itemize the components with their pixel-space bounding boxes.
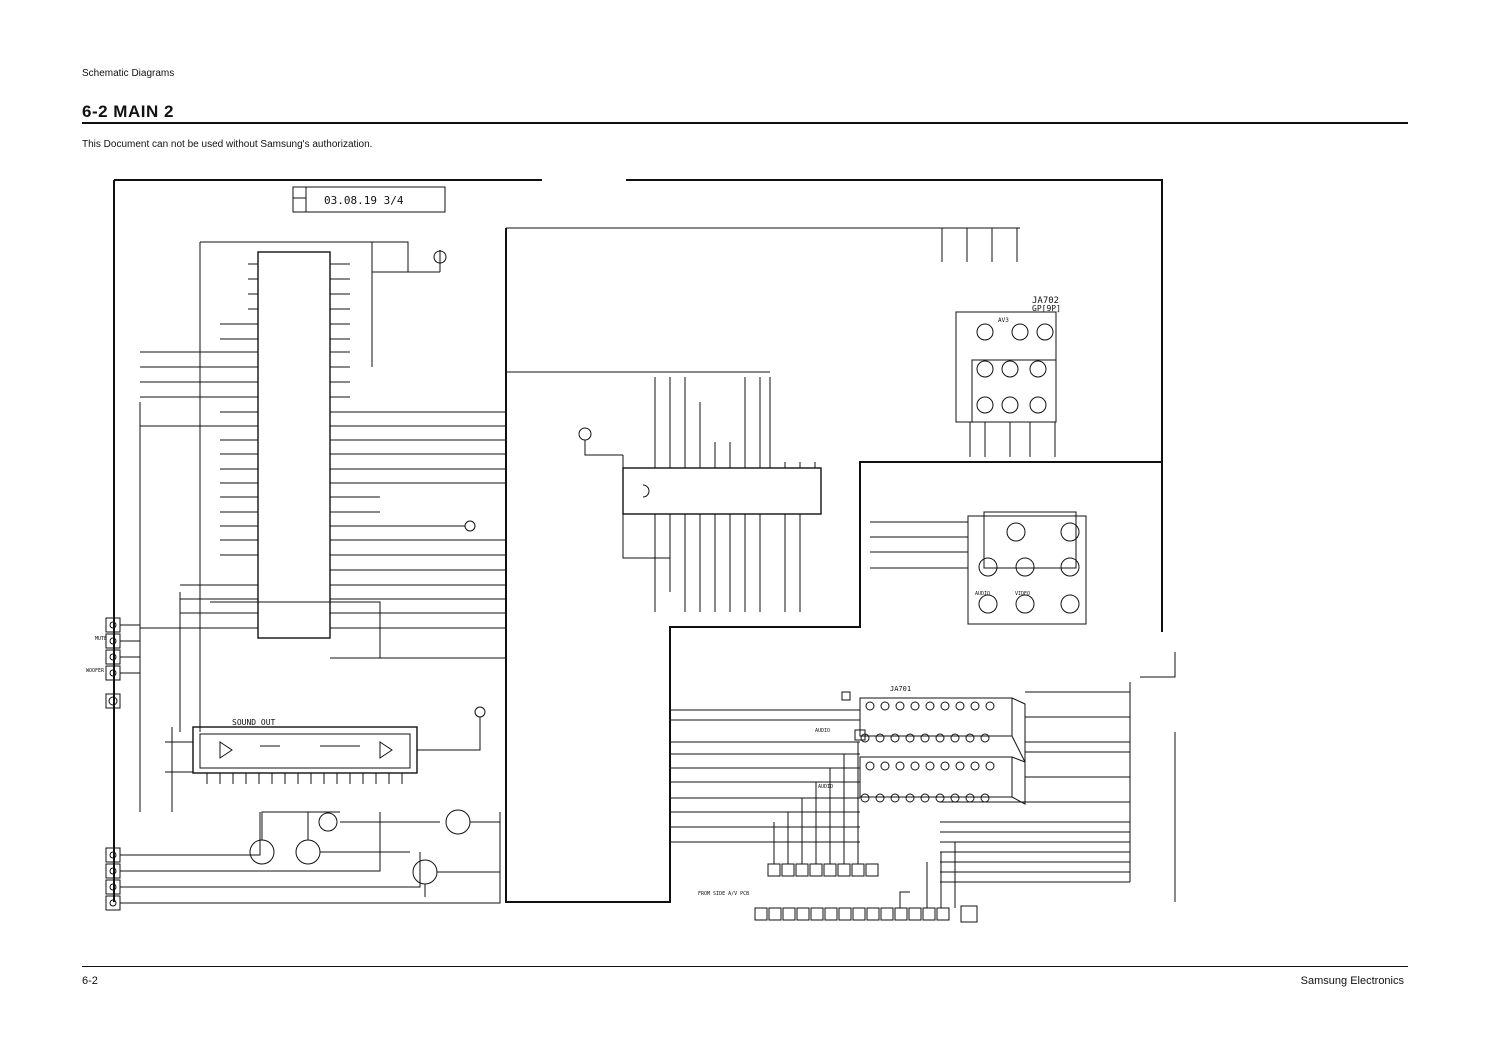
sound-out-label: SOUND OUT xyxy=(232,718,276,727)
av3-label: AV3 xyxy=(998,317,1009,324)
mute-label: MUTE xyxy=(95,636,107,642)
page-title: 6-2 MAIN 2 xyxy=(82,102,174,121)
date-stamp-box xyxy=(292,186,446,213)
woofer-label: WOOFER xyxy=(86,668,105,674)
ic-middle-block xyxy=(622,467,822,515)
page-number: 6-2 xyxy=(82,975,98,987)
section-label: Schematic Diagrams xyxy=(82,68,175,79)
ja701-label: JA701 xyxy=(890,685,911,693)
authorization-notice: This Document can not be used without Sa… xyxy=(82,139,373,150)
footer-divider xyxy=(82,966,1408,967)
left-ic-pins xyxy=(140,263,500,629)
ic-left-block xyxy=(257,251,331,639)
date-stamp: 03.08.19 3/4 xyxy=(324,194,404,207)
side-av-label: FROM SIDE A/V PCB xyxy=(698,891,749,897)
ja702-block xyxy=(955,311,1057,423)
audio-label-bottom: AUDIO xyxy=(818,784,833,790)
ja701a-block xyxy=(967,515,1087,625)
video-label-av: VIDEO xyxy=(1015,591,1030,597)
audio-label-av: AUDIO xyxy=(975,591,990,597)
company-name: Samsung Electronics xyxy=(1300,975,1404,987)
schematic-diagram: 03.08.19 3/4 SOUND OUT MUTE WOOFER JA702… xyxy=(86,179,1176,923)
ja702-pins-label: GP[9P] xyxy=(1032,304,1061,313)
ja702-label: JA702 xyxy=(1032,296,1059,306)
ja701-top-row xyxy=(859,697,1013,737)
audio-label-top: AUDIO xyxy=(815,728,830,734)
title-divider xyxy=(82,122,1408,124)
